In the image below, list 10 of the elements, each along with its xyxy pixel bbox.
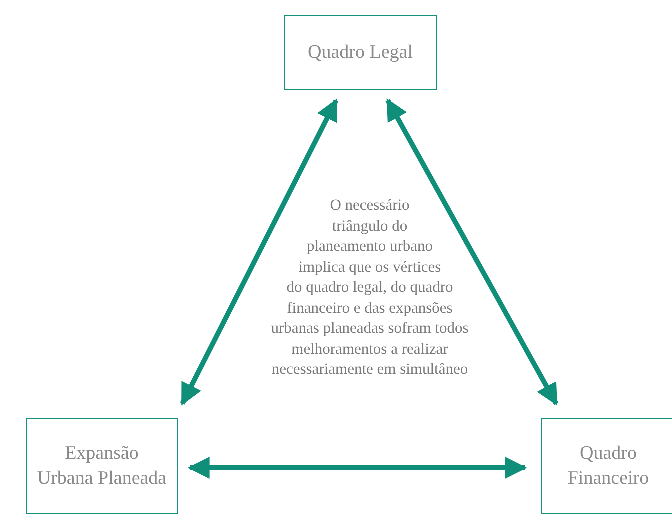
box-label: Expansão Urbana Planeada xyxy=(36,442,168,491)
box-label: Quadro Legal xyxy=(308,41,413,65)
concept-box xyxy=(26,418,178,514)
center-note: O necessário triângulo do planeamento urbano implica que os vértices do quadro legal, do quadro financeiro e das expansões urbanas planeadas sofram todos melhoramentos a realizar necessariamente em simultâneo xyxy=(270,196,470,380)
double-arrow xyxy=(188,457,528,479)
double-arrow xyxy=(180,98,339,406)
box-label: Quadro Financeiro xyxy=(566,442,650,491)
concept-box xyxy=(541,418,672,514)
double-arrow xyxy=(386,98,559,406)
concept-box xyxy=(284,15,437,90)
